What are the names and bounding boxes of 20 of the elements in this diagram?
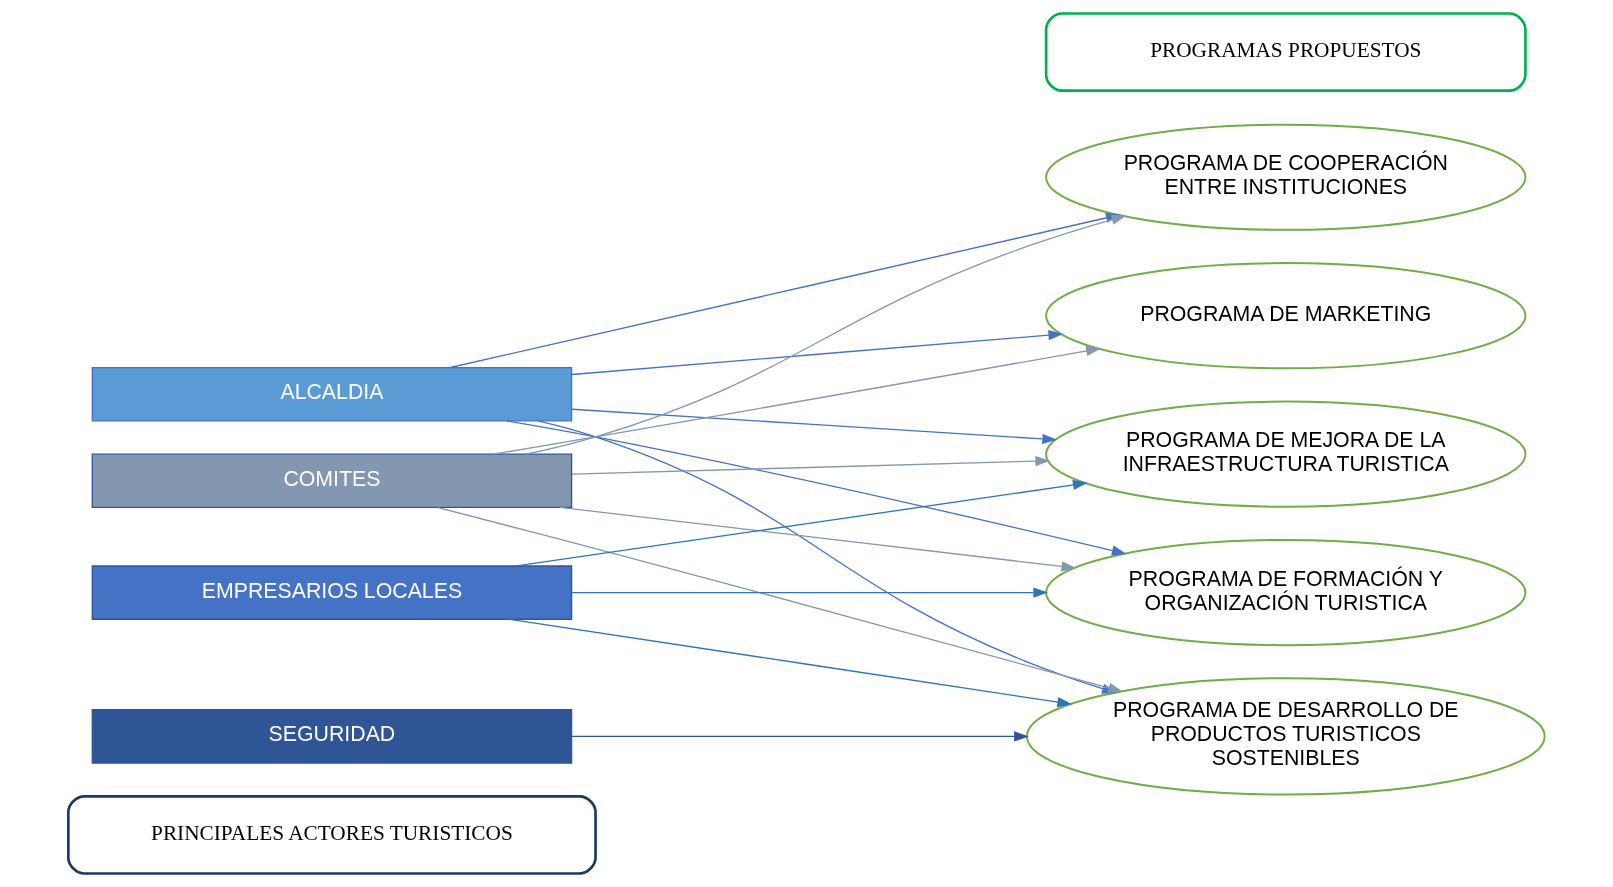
node-ellipse: PROGRAMA DE MEJORA DE LA INFRAESTRUCTURA TURISTICA: [1045, 400, 1527, 508]
node-box: SEGURIDAD: [91, 709, 573, 764]
arrow: [559, 506, 1077, 572]
arrow: [571, 408, 1057, 445]
node-box: COMITES: [91, 453, 573, 509]
arrow: [571, 731, 1029, 742]
arrow: [506, 420, 1127, 556]
arrow: [571, 587, 1048, 598]
node-box: ALCALDIA: [91, 366, 573, 422]
arrow: [492, 345, 1101, 455]
node-ellipse: PROGRAMA DE FORMACIÓN Y ORGANIZACIÓN TURISTICA: [1045, 539, 1527, 647]
arrow: [571, 330, 1064, 376]
arrow: [509, 618, 1072, 708]
node-box: EMPRESARIOS LOCALES: [91, 565, 573, 620]
arrow: [516, 479, 1088, 567]
node-ellipse: PROGRAMA DE DESARROLLO DE PRODUCTOS TURISTICOS SOSTENIBLES: [1025, 677, 1546, 796]
node-box: PROGRAMAS PROPUESTOS: [1044, 12, 1527, 92]
node-ellipse: PROGRAMA DE COOPERACIÓN ENTRE INSTITUCIONES: [1045, 123, 1527, 231]
node-box: PRINCIPALES ACTORES TURISTICOS: [67, 794, 597, 875]
arrow: [571, 456, 1051, 475]
